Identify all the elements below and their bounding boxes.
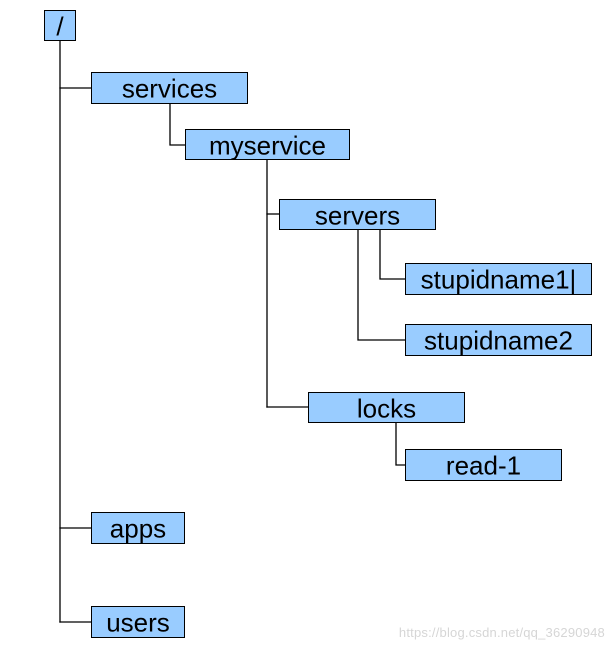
watermark-text: https://blog.csdn.net/qq_36290948 (398, 625, 605, 640)
tree-node-read-1: read-1 (405, 449, 562, 481)
tree-node-services: services (91, 72, 248, 104)
tree-node-label: stupidname1| (420, 264, 577, 295)
tree-node-apps: apps (91, 512, 185, 544)
connector-read-1 (395, 422, 406, 466)
tree-node-users: users (91, 606, 185, 638)
tree-node-label: myservice (208, 130, 326, 161)
tree-node-label: stupidname2 (424, 325, 573, 356)
tree-node-stupidname2: stupidname2 (405, 324, 592, 356)
tree-node-myservice: myservice (185, 129, 350, 160)
tree-node-root: / (44, 10, 76, 41)
tree-node-locks: locks (308, 392, 465, 423)
tree-node-label: servers (314, 200, 401, 231)
tree-node-label: / (56, 11, 64, 42)
tree-node-label: apps (109, 513, 167, 544)
tree-node-label: locks (356, 393, 417, 424)
tree-node-stupidname1: stupidname1| (405, 263, 592, 295)
tree-node-servers: servers (279, 199, 436, 230)
tree-node-label: services (121, 73, 218, 104)
tree-node-label: users (106, 607, 170, 638)
connector-myservice (169, 103, 186, 146)
tree-node-label: read-1 (445, 450, 522, 481)
connector-stupidname2 (357, 229, 406, 341)
connector-stupidname1 (379, 229, 406, 280)
